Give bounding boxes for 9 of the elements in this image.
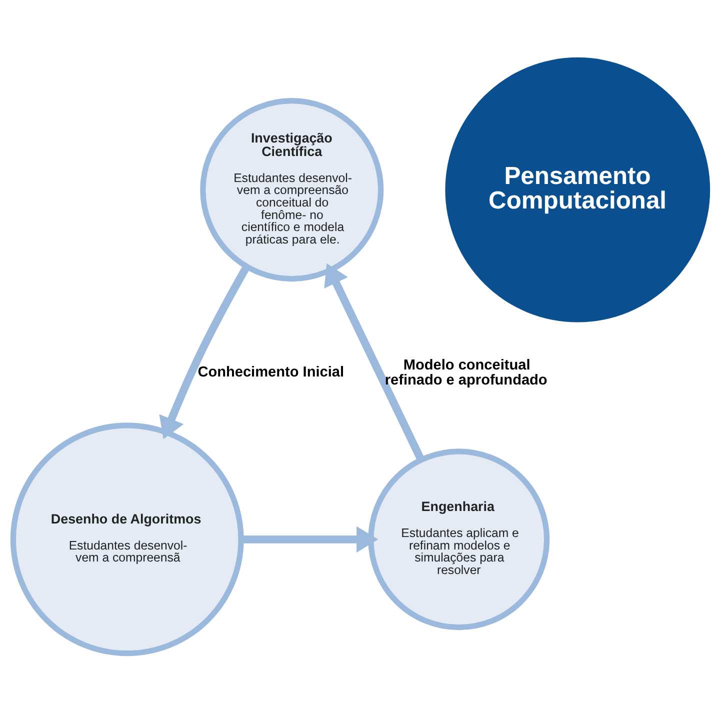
arrow bbox=[241, 526, 378, 553]
edge-label: Conhecimento Inicial bbox=[198, 364, 344, 380]
edge-label: Modelo conceitual refinado e aprofundado bbox=[384, 358, 548, 388]
arrow bbox=[159, 264, 250, 440]
node-circle: Pensamento Computacional bbox=[445, 57, 710, 322]
node-circle: Investigação Científica Estudantes desenvol- vem a compreensão conceitual do fenôme- no científico e modela práticas para ele. bbox=[200, 98, 384, 282]
arrow bbox=[324, 263, 425, 462]
node-circle: Desenho de Algoritmos Estudantes desenvol- vem a compreensã bbox=[10, 422, 244, 656]
node-circle: Engenharia Estudantes aplicam e refinam modelos e simulações para resolver bbox=[368, 448, 550, 630]
